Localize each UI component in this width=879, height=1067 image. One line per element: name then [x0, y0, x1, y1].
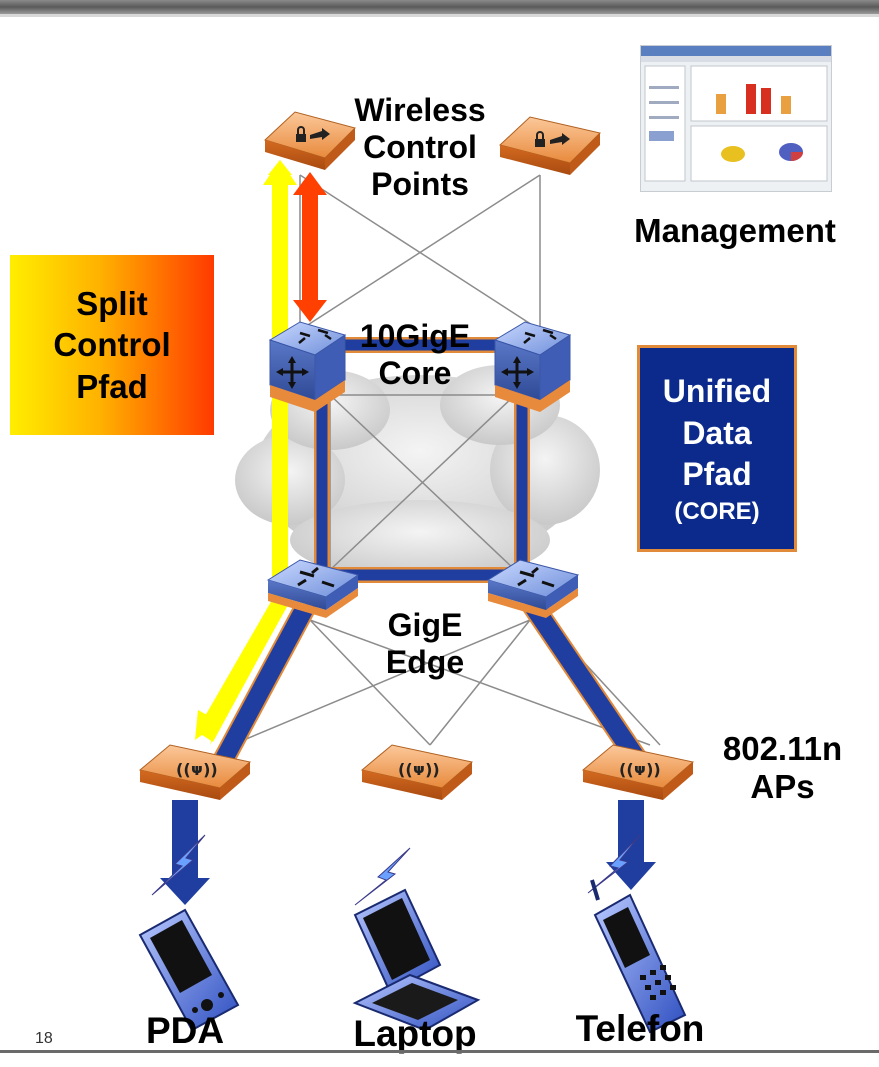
edge-switch-right [486, 559, 580, 618]
access-point-middle: ((ᴪ)) [360, 744, 474, 800]
edge-label: GigE Edge [385, 607, 465, 680]
core-switch-right [493, 321, 572, 412]
unified-data-path-label: Unified Data Pfad [662, 373, 772, 493]
data-path-core [314, 337, 530, 583]
svg-text:((ᴪ)): ((ᴪ)) [398, 760, 440, 779]
svg-text:((ᴪ)): ((ᴪ)) [176, 760, 218, 779]
unified-data-path-sub: (CORE) [674, 497, 760, 525]
access-point-left: ((ᴪ)) [138, 744, 252, 800]
pda-icon [138, 908, 240, 1032]
wireless-control-points-label: Wireless Control Points [354, 92, 486, 202]
access-point-right: ((ᴪ)) [581, 744, 695, 800]
wireless-link-icons [151, 834, 641, 906]
laptop-label: Laptop [353, 1013, 477, 1054]
management-label: Management [634, 212, 836, 249]
core-switch-left [268, 321, 347, 412]
split-control-path-box: Split Control Pfad [10, 255, 214, 435]
data-arrows-to-devices [160, 800, 656, 905]
top-bar [0, 0, 879, 14]
phone-icon [590, 879, 687, 1034]
laptop-icon [352, 888, 481, 1032]
slide-number: 18 [35, 1030, 53, 1047]
pda-label: PDA [145, 1010, 225, 1051]
aps-label: 802.11n APs [722, 730, 843, 805]
core-label: 10GigE Core [359, 318, 471, 391]
bottom-rule [0, 1050, 879, 1053]
top-bar-highlight [0, 14, 879, 17]
control-point-switch-right [498, 116, 601, 175]
management-screenshot [640, 45, 832, 192]
edge-switch-left [266, 559, 360, 618]
split-control-path-label: Split Control Pfad [53, 285, 171, 405]
control-path-red [293, 172, 327, 322]
telefon-label: Telefon [575, 1008, 705, 1049]
svg-text:((ᴪ)): ((ᴪ)) [619, 760, 661, 779]
control-point-switch-left [264, 111, 356, 170]
unified-data-path-box: Unified Data Pfad (CORE) [637, 345, 797, 552]
